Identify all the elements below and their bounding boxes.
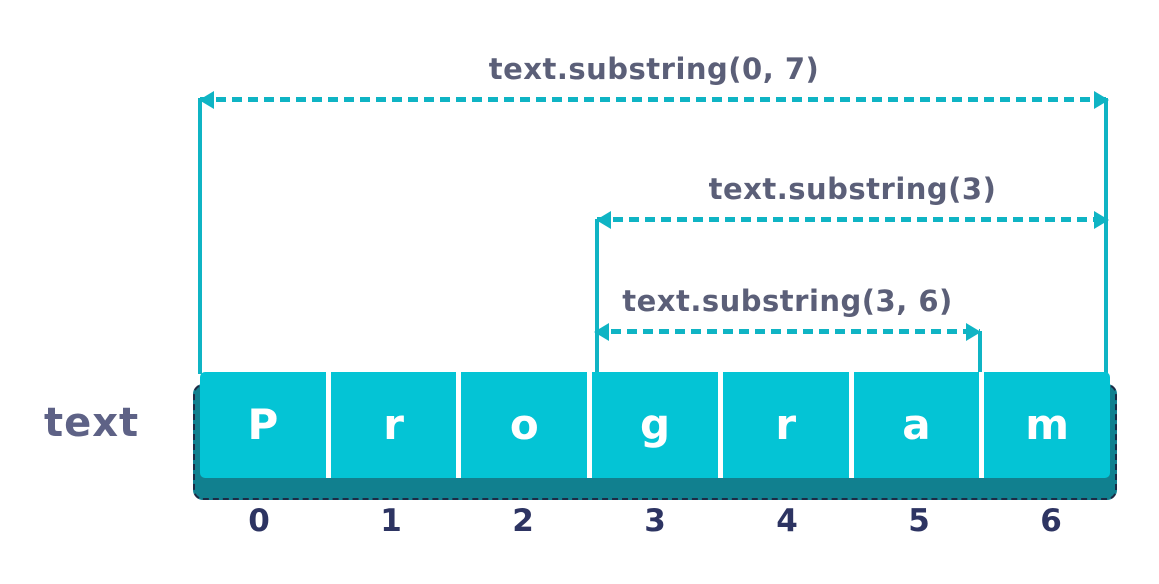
connector-line-index-3 [595,219,599,374]
arrowhead-left-icon [596,210,611,229]
connector-line-index-7 [1104,98,1108,374]
annotation-substring-3: text.substring(3) [596,172,1109,229]
string-bar: P r o g r a m [200,372,1110,478]
char-cell-2: o [461,372,587,478]
index-label-3: 3 [644,503,666,539]
connector-line-index-6 [978,331,982,374]
index-label-5: 5 [908,503,930,539]
char: r [775,400,797,449]
char: o [509,400,539,449]
dashed-range-line [596,210,1109,229]
char-cell-5: a [854,372,980,478]
char-cell-6: m [984,372,1110,478]
cell-divider [456,372,462,478]
annotation-substring-3-6: text.substring(3, 6) [594,284,981,341]
variable-name-label: text [44,400,140,446]
char: P [247,400,279,449]
arrowhead-right-icon [966,322,981,341]
char-cell-1: r [331,372,457,478]
arrowhead-left-icon [199,90,214,109]
cell-divider [848,372,854,478]
char: g [639,400,671,449]
index-label-4: 4 [776,503,798,539]
index-label-1: 1 [380,503,402,539]
cell-divider [587,372,593,478]
annotation-substring-0-7: text.substring(0, 7) [199,52,1109,109]
char-cell-0: P [200,372,326,478]
annotation-label: text.substring(3, 6) [622,284,953,318]
cell-divider [717,372,723,478]
index-row: 0 1 2 3 4 5 6 [193,503,1117,539]
char: a [902,400,931,449]
char-cell-4: r [723,372,849,478]
char: r [383,400,404,449]
dashed-range-line [594,322,981,341]
dashed-range-line [199,90,1109,109]
index-label-0: 0 [248,503,270,539]
annotation-label: text.substring(0, 7) [488,52,820,86]
index-label-2: 2 [512,503,534,539]
char-cell-3: g [592,372,718,478]
cell-divider [979,372,985,478]
annotation-label: text.substring(3) [708,172,997,206]
index-label-6: 6 [1040,503,1062,539]
connector-line-index-0 [198,98,202,374]
cell-divider [325,372,331,478]
char: m [1025,400,1070,449]
